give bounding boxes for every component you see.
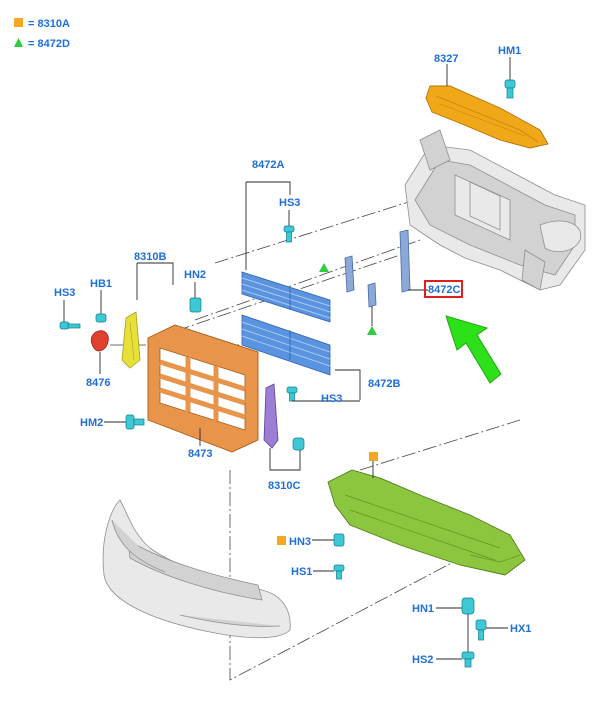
leader-8472b (335, 369, 361, 400)
label-hs3-mid: HS3 (321, 393, 342, 405)
label-8327: 8327 (434, 53, 458, 65)
assembly-line (194, 239, 421, 321)
clip-hs3-mid-icon (286, 386, 298, 402)
label-8476: 8476 (86, 377, 110, 389)
bumper-cover-part (102, 499, 291, 639)
label-8472c: 8472C (428, 284, 460, 296)
clip-hm1-icon (504, 79, 516, 99)
highlight-box-8472c (424, 280, 463, 298)
clip-hn3-icon (333, 533, 345, 547)
clip-8310c-icon (292, 437, 305, 451)
label-hs1: HS1 (291, 566, 312, 578)
splash-shield-part (327, 469, 526, 576)
marker-8310a-icon (277, 536, 286, 545)
label-hn3: HN3 (289, 536, 311, 548)
clip-hn1-icon (461, 597, 475, 615)
label-8472a: 8472A (252, 159, 284, 171)
label-hs3-left: HS3 (54, 287, 75, 299)
label-hn2: HN2 (184, 269, 206, 281)
clip-hb1-icon (95, 313, 107, 323)
label-hm2: HM2 (80, 417, 103, 429)
label-8472b: 8472B (368, 378, 400, 390)
radiator-support-part (404, 129, 586, 291)
shutter-8472b-part (241, 314, 331, 376)
clip-hs1-icon (333, 564, 345, 580)
label-hn1: HN1 (412, 603, 434, 615)
clip-hn2-icon (189, 297, 202, 313)
assembly-line (214, 199, 416, 264)
label-8310c: 8310C (268, 480, 300, 492)
label-hs2: HS2 (412, 654, 433, 666)
legend-square-label: = 8310A (28, 18, 70, 30)
legend: = 8310A = 8472D (14, 18, 70, 50)
marker-8472d-icon (367, 326, 377, 335)
pointer-arrow-icon (445, 315, 502, 384)
bracket-8310b-part (121, 311, 141, 369)
bracket-8310c-part (263, 383, 279, 449)
clip-hm2-icon (125, 414, 145, 430)
grille-frame-8473-part (147, 324, 259, 453)
leader-8310b (137, 262, 174, 285)
clip-hs2-icon (461, 651, 475, 668)
assembly-line (359, 419, 521, 471)
legend-triangle-icon (14, 38, 23, 47)
label-hx1: HX1 (510, 623, 531, 635)
label-8473: 8473 (188, 448, 212, 460)
label-hs3-top: HS3 (279, 197, 300, 209)
part-8476 (90, 330, 109, 352)
shutter-8472a-part (241, 271, 331, 323)
clip-hs3-top-icon (283, 225, 295, 243)
clip-hs3-left-icon (59, 321, 81, 330)
label-hb1: HB1 (90, 278, 112, 290)
deflector-8327-part (425, 85, 549, 149)
marker-8310a-icon (369, 452, 378, 461)
label-8310b: 8310B (134, 251, 166, 263)
leader-8472a (246, 181, 291, 195)
label-hm1: HM1 (498, 45, 521, 57)
leader-8310c (269, 448, 301, 471)
assembly-line (229, 470, 496, 681)
marker-8472d-icon (319, 263, 329, 272)
legend-triangle-label: = 8472D (28, 38, 70, 50)
bracket-8472c-part (344, 229, 411, 308)
clip-hx1-icon (475, 619, 487, 641)
assembly-line (154, 254, 401, 339)
legend-square-icon (14, 18, 23, 27)
